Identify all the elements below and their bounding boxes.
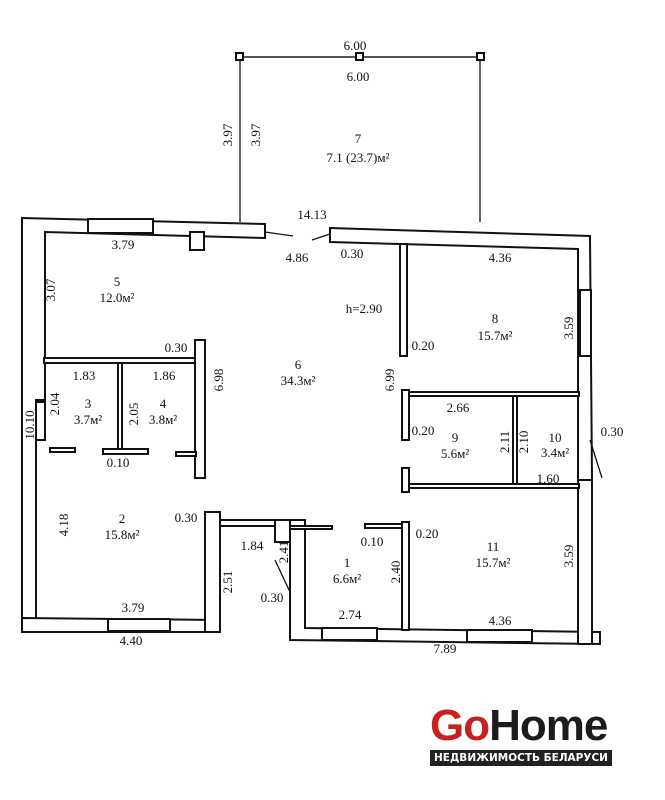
dim-hall-width: 1.84 xyxy=(241,538,264,553)
dim-r2-outer: 4.40 xyxy=(120,633,143,648)
dim-r3-height: 2.04 xyxy=(47,392,62,415)
room-2-number: 2 xyxy=(119,511,126,526)
dim-r4-height: 2.05 xyxy=(126,403,141,426)
dim-terrace-h-inner: 3.97 xyxy=(248,123,263,146)
walls xyxy=(21,216,603,646)
room-4-number: 4 xyxy=(160,396,167,411)
ceiling-height: h=2.90 xyxy=(346,301,383,316)
room-11-number: 11 xyxy=(487,539,500,554)
dim-r11-width: 4.36 xyxy=(489,613,512,628)
dim-r5-width: 3.79 xyxy=(112,237,135,252)
room-labels: 7 7.1 (23.7)м² 5 12.0м² 6 34.3м² 3 3.7м²… xyxy=(74,131,569,586)
dim-corridor-height: 6.99 xyxy=(382,369,397,392)
dim-front: 14.13 xyxy=(297,207,326,222)
dim-r10-height: 2.10 xyxy=(516,431,531,454)
logo-go: Go xyxy=(430,701,490,750)
dim-bottom-total: 7.89 xyxy=(434,641,457,656)
dim-r1-width: 2.74 xyxy=(339,607,362,622)
dim-step-height: 2.51 xyxy=(220,571,235,594)
room-7-number: 7 xyxy=(355,131,362,146)
gohome-logo: GoHome НЕДВИЖИМОСТЬ БЕЛАРУСИ xyxy=(430,704,620,766)
room-6-area: 34.3м² xyxy=(281,373,316,388)
dim-opening: 4.86 xyxy=(286,250,309,265)
dim-wall-030-a: 0.30 xyxy=(165,340,188,355)
dim-r8-height: 3.59 xyxy=(561,317,576,340)
dim-terrace-h-outer: 3.97 xyxy=(220,123,235,146)
dim-r2-width: 3.79 xyxy=(122,600,145,615)
room-10-number: 10 xyxy=(549,430,562,445)
room-8-number: 8 xyxy=(492,311,499,326)
dim-r10-width: 1.60 xyxy=(537,471,560,486)
dim-terrace-inner: 6.00 xyxy=(347,69,370,84)
room-1-number: 1 xyxy=(344,555,351,570)
dim-r1-height-left: 2.41 xyxy=(276,541,291,564)
room-5-area: 12.0м² xyxy=(100,290,135,305)
logo-tagline: НЕДВИЖИМОСТЬ БЕЛАРУСИ xyxy=(430,750,612,766)
dim-r6-height: 6.98 xyxy=(211,369,226,392)
room-9-area: 5.6м² xyxy=(441,446,469,461)
dim-terrace-outer: 6.00 xyxy=(344,38,367,53)
room-2-area: 15.8м² xyxy=(105,527,140,542)
room-8-area: 15.7м² xyxy=(478,328,513,343)
dim-r5-height: 3.07 xyxy=(43,278,58,301)
dim-r11-height: 3.59 xyxy=(561,545,576,568)
dim-r3-width: 1.83 xyxy=(73,368,96,383)
room-6-number: 6 xyxy=(295,357,302,372)
dim-wall-010-a: 0.10 xyxy=(107,455,130,470)
room-5-number: 5 xyxy=(114,274,121,289)
dim-wall-030-d: 0.30 xyxy=(341,246,364,261)
logo-home: Home xyxy=(489,701,608,750)
room-1-area: 6.6м² xyxy=(333,571,361,586)
room-3-number: 3 xyxy=(85,396,92,411)
terrace-outline xyxy=(235,52,485,222)
room-10-area: 3.4м² xyxy=(541,445,569,460)
room-9-number: 9 xyxy=(452,430,459,445)
dim-wall-030-e: 0.30 xyxy=(601,424,624,439)
room-7-area: 7.1 (23.7)м² xyxy=(326,150,389,165)
dim-r9-height: 2.11 xyxy=(497,431,512,453)
dim-r2-height: 4.18 xyxy=(56,514,71,537)
room-4-area: 3.8м² xyxy=(149,412,177,427)
dim-wall-020-c: 0.20 xyxy=(416,526,439,541)
dim-r9-width: 2.66 xyxy=(447,400,470,415)
dim-r1-height-right: 2.40 xyxy=(388,561,403,584)
room-11-area: 15.7м² xyxy=(476,555,511,570)
dim-r8-width: 4.36 xyxy=(489,250,512,265)
dim-wall-030-c: 0.30 xyxy=(261,590,284,605)
dim-wall-010-b: 0.10 xyxy=(361,534,384,549)
room-3-area: 3.7м² xyxy=(74,412,102,427)
dim-r4-width: 1.86 xyxy=(153,368,176,383)
dimension-labels: 6.00 6.00 3.97 3.97 14.13 4.86 0.30 3.79… xyxy=(22,38,623,656)
dim-wall-020-b: 0.20 xyxy=(412,423,435,438)
dim-wall-020-a: 0.20 xyxy=(412,338,435,353)
dim-left-total: 10.10 xyxy=(22,410,37,439)
dim-wall-030-b: 0.30 xyxy=(175,510,198,525)
